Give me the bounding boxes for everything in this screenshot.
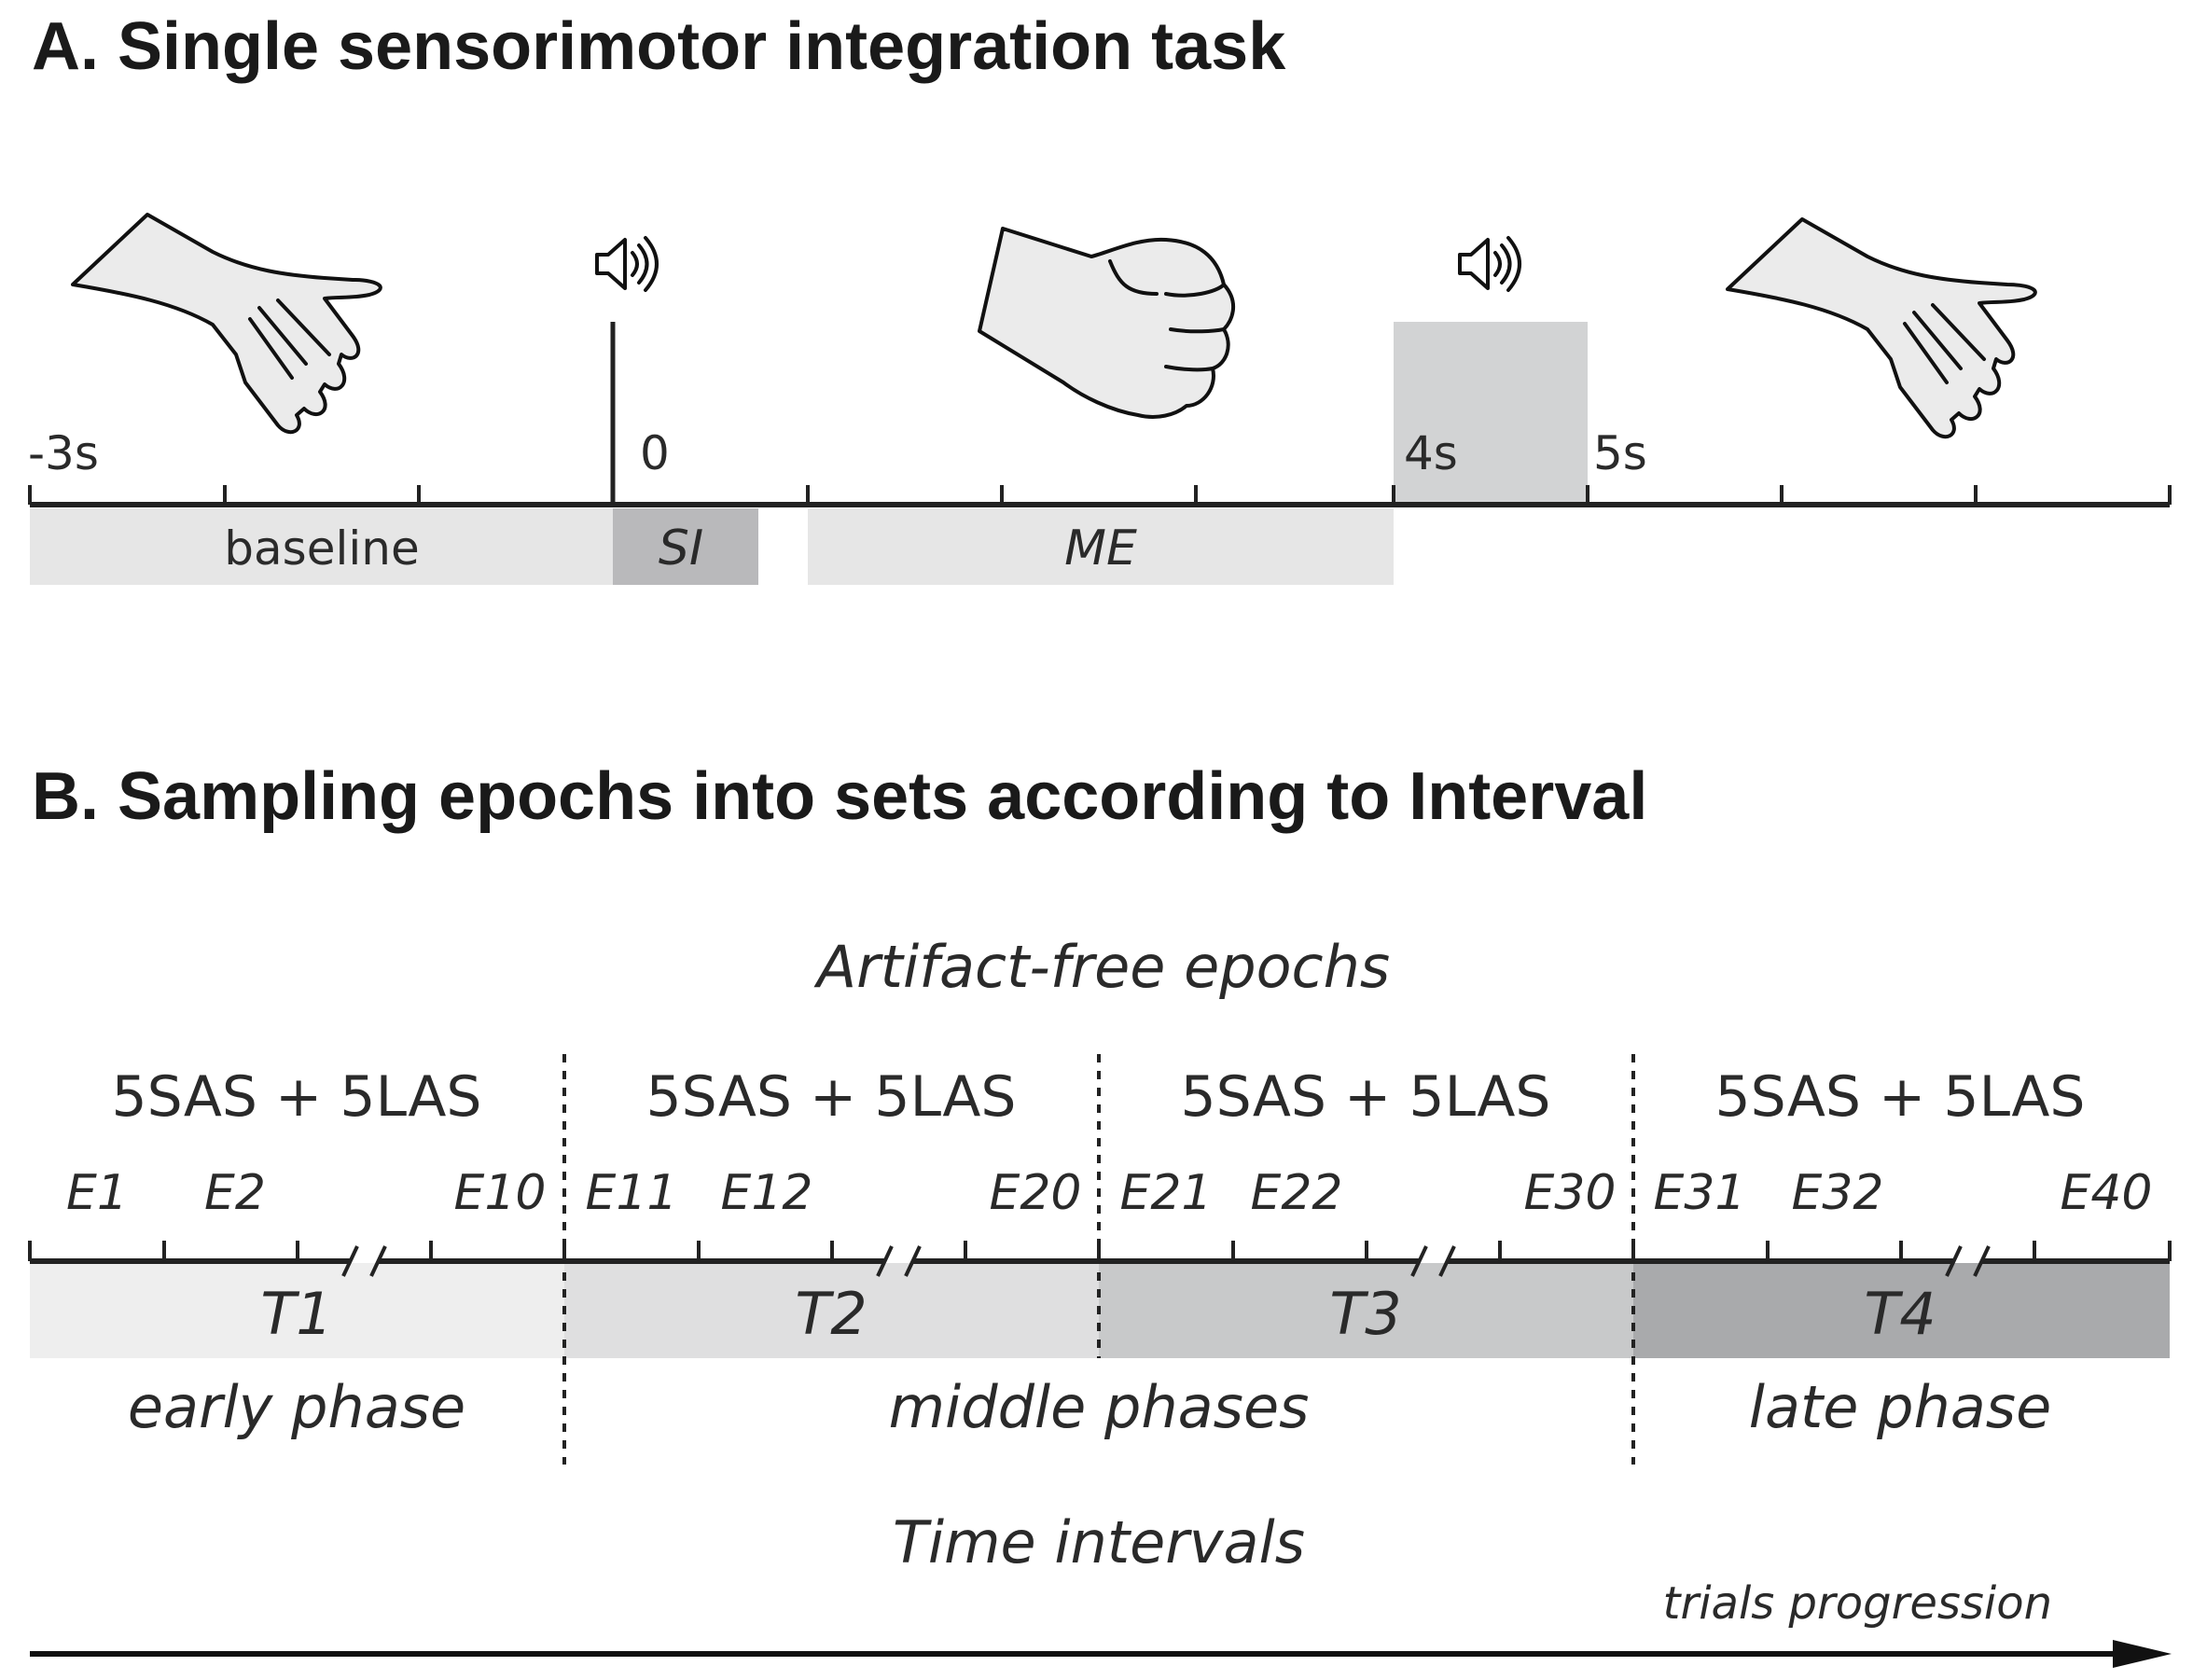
epoch-label: E40 <box>2060 1165 2152 1221</box>
phase-label-late: late phase <box>1749 1373 2051 1441</box>
trials-progression-label: trials progression <box>1663 1577 2052 1630</box>
epoch-label: E21 <box>1119 1165 1212 1221</box>
epoch-label: E30 <box>1523 1165 1616 1221</box>
interval-label-t4: T4 <box>1864 1280 1936 1348</box>
epoch-label: E12 <box>720 1165 812 1221</box>
epoch-label: E10 <box>453 1165 546 1221</box>
time-label-0: 0 <box>640 426 670 480</box>
epoch-label: E11 <box>585 1165 677 1221</box>
panel-b-title: B. Sampling epochs into sets according t… <box>32 759 1647 834</box>
baseline-bar <box>30 508 613 585</box>
interval-bar-t1 <box>30 1263 564 1358</box>
trials-progression-arrow <box>30 1640 2172 1668</box>
epoch-label: E22 <box>1250 1165 1342 1221</box>
timeline-a <box>28 485 2172 507</box>
hand-open-icon <box>1726 217 2037 439</box>
interval-bar-t4 <box>1633 1263 2170 1358</box>
epoch-label: E2 <box>204 1165 266 1221</box>
si-label: SI <box>659 521 703 576</box>
set-label-4: 5SAS + 5LAS <box>1714 1064 2085 1130</box>
speaker-icon <box>595 236 659 292</box>
artifact-free-header: Artifact-free epochs <box>813 933 1390 1001</box>
set-label-1: 5SAS + 5LAS <box>111 1064 481 1130</box>
si-bar <box>613 508 758 585</box>
epoch-label: E20 <box>989 1165 1081 1221</box>
hand-fist-icon <box>978 227 1236 419</box>
baseline-label: baseline <box>224 521 419 576</box>
hand-open-icon <box>71 213 382 435</box>
me-label: ME <box>1064 521 1137 576</box>
epoch-label: E31 <box>1653 1165 1745 1221</box>
panel-a-title: A. Single sensorimotor integration task <box>32 9 1286 84</box>
time-label-4s: 4s <box>1404 426 1458 480</box>
interval-label-t2: T2 <box>795 1280 867 1348</box>
interval-label-t3: T3 <box>1329 1280 1401 1348</box>
phase-label-early: early phase <box>128 1373 465 1441</box>
timeline-b <box>28 1241 2172 1277</box>
phase-label-middle: middle phases <box>889 1373 1310 1441</box>
interval-label-t1: T1 <box>260 1280 332 1348</box>
speaker-icon <box>1458 236 1521 292</box>
epoch-label: E1 <box>66 1165 128 1221</box>
interval-bar-t3 <box>1099 1263 1633 1358</box>
me-bar <box>808 508 1394 585</box>
time-label-minus3s: -3s <box>28 426 99 480</box>
set-label-3: 5SAS + 5LAS <box>1180 1064 1550 1130</box>
interval-bar-t2 <box>564 1263 1099 1358</box>
stimulus-box <box>1394 322 1588 505</box>
epoch-label: E32 <box>1791 1165 1883 1221</box>
set-label-2: 5SAS + 5LAS <box>645 1064 1016 1130</box>
time-intervals-label: Time intervals <box>893 1508 1305 1576</box>
time-label-5s: 5s <box>1593 426 1647 480</box>
